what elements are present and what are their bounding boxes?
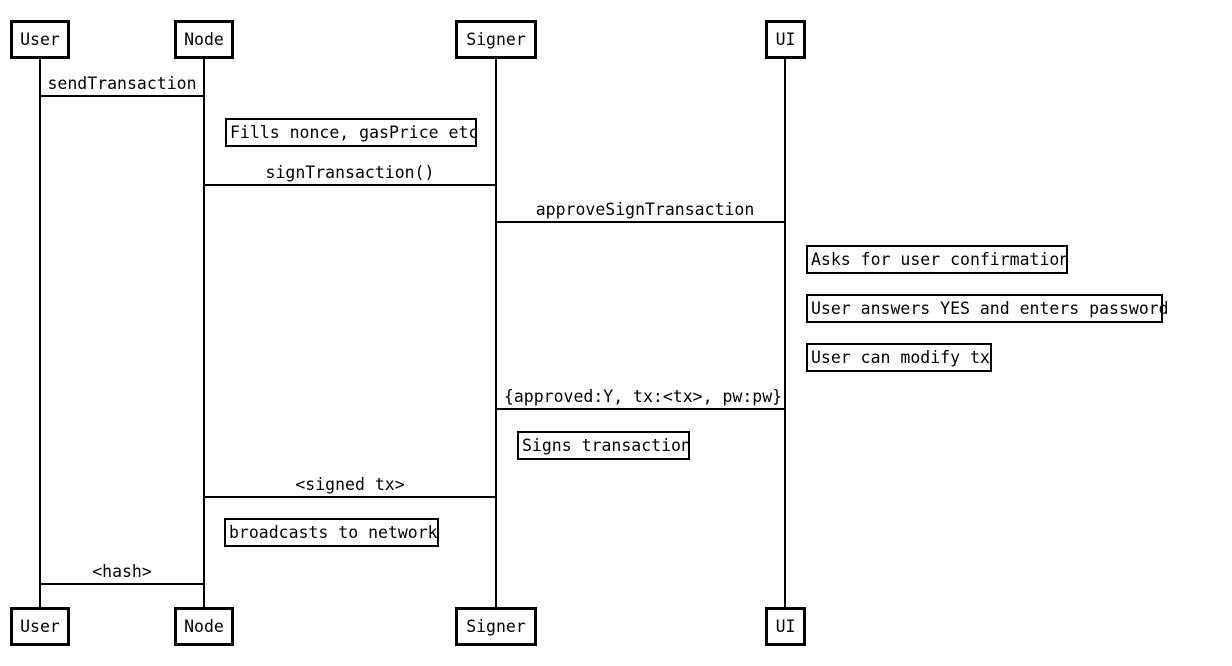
note-fills-nonce: Fills nonce, gasPrice etc (225, 118, 478, 147)
message-approvesigntransaction-line (495, 221, 786, 223)
message-signtransaction-label: signTransaction() (265, 163, 435, 182)
message-approved-reply-line (495, 408, 786, 410)
actor-user-top: User (10, 20, 70, 59)
message-approved-reply-label: {approved:Y, tx:<tx>, pw:pw} (503, 387, 783, 406)
actor-ui-bottom: UI (765, 607, 806, 646)
lifeline-ui (784, 59, 786, 607)
message-hash-line (39, 583, 205, 585)
message-signed-tx-line (203, 496, 497, 498)
lifeline-signer (495, 59, 497, 607)
lifeline-node (203, 59, 205, 607)
lifeline-user (39, 59, 41, 607)
message-sendtransaction-label: sendTransaction (47, 74, 197, 93)
note-user-answers-yes: User answers YES and enters password (806, 294, 1169, 323)
message-hash-label: <hash> (92, 562, 152, 581)
message-sendtransaction-line (39, 95, 205, 97)
actor-node-top: Node (174, 20, 234, 59)
actor-ui-top: UI (765, 20, 806, 59)
note-broadcasts: broadcasts to network (224, 518, 439, 547)
note-signs-transaction: Signs transaction (517, 431, 691, 460)
actor-signer-bottom: Signer (455, 607, 537, 646)
note-user-can-modify: User can modify tx (806, 343, 992, 372)
actor-node-bottom: Node (174, 607, 234, 646)
message-approvesigntransaction-label: approveSignTransaction (535, 200, 755, 219)
message-signtransaction-line (203, 184, 497, 186)
note-asks-confirmation: Asks for user confirmation (806, 245, 1069, 274)
message-signed-tx-label: <signed tx> (295, 475, 405, 494)
actor-signer-top: Signer (455, 20, 537, 59)
actor-user-bottom: User (10, 607, 70, 646)
